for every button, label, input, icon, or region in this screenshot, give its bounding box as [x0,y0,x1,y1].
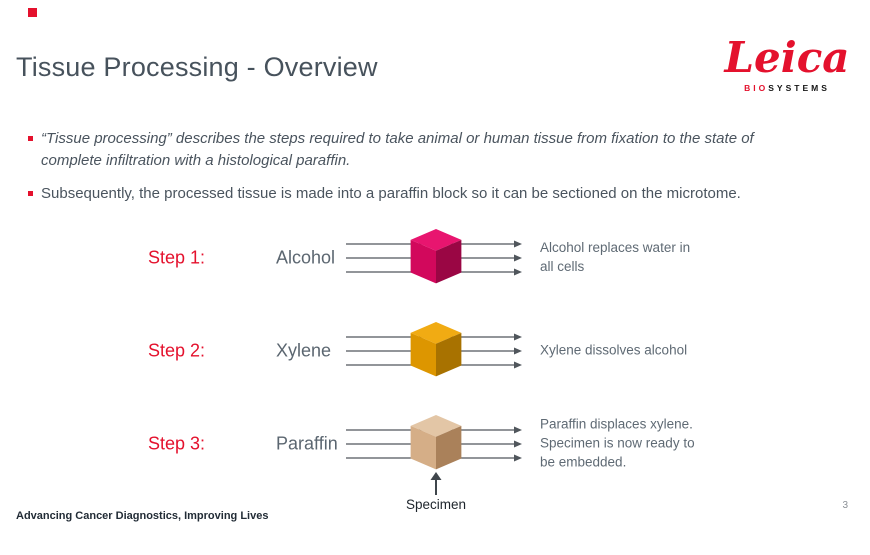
corner-accent-square [28,8,37,17]
cube-front-face [410,332,436,377]
bullet-text: Subsequently, the processed tissue is ma… [41,184,741,202]
step-row-2: Step 2: Xylene Xylene dissolves alcohol [0,319,870,383]
page-number: 3 [842,500,848,511]
bullet-text: “Tissue processing” describes the steps … [41,130,754,169]
step-label: Step 3: [148,433,206,454]
chemical-label: Xylene [276,340,332,361]
paraffin-cube-icon [410,415,462,470]
bullet-marker-icon [28,136,33,141]
step-description: Alcohol replaces water in all cells [540,240,691,274]
specimen-label: Specimen [405,497,467,512]
alcohol-cube-icon [410,229,462,284]
step-description: Paraffin displaces xylene. Specimen is n… [540,416,695,470]
cube-side-face [436,239,462,284]
cube-side-face [436,425,462,470]
step-label: Step 2: [148,340,206,361]
cube-side-face [436,332,462,377]
footer-tagline: Advancing Cancer Diagnostics, Improving … [16,510,269,522]
bullet-list: “Tissue processing” describes the steps … [28,128,773,215]
cube-front-face [410,239,436,284]
xylene-cube-icon [410,322,462,377]
step-description: Xylene dissolves alcohol [540,342,688,358]
specimen-pointer: Specimen [392,472,480,512]
step-row-3: Step 3: Paraffin Paraffin displaces xyle… [0,412,870,476]
step-row-1: Step 1: Alcohol Alcohol replaces water i… [0,226,870,290]
chemical-label: Paraffin [276,433,338,454]
leica-logo: Leica BIOSYSTEMS [712,33,862,93]
page-title: Tissue Processing - Overview [16,52,378,82]
leica-logo-wordmark: Leica [724,33,850,82]
up-arrow-icon [430,472,442,495]
bullet-marker-icon [28,190,33,196]
bullet-item: Subsequently, the processed tissue is ma… [28,183,773,205]
leica-logo-subtitle: BIOSYSTEMS [712,83,862,93]
chemical-label: Alcohol [276,247,336,268]
logo-systems-text: SYSTEMS [768,83,830,94]
cube-front-face [410,425,436,470]
logo-bio-text: BIO [744,83,769,94]
step-label: Step 1: [148,247,206,268]
bullet-item: “Tissue processing” describes the steps … [28,128,773,172]
